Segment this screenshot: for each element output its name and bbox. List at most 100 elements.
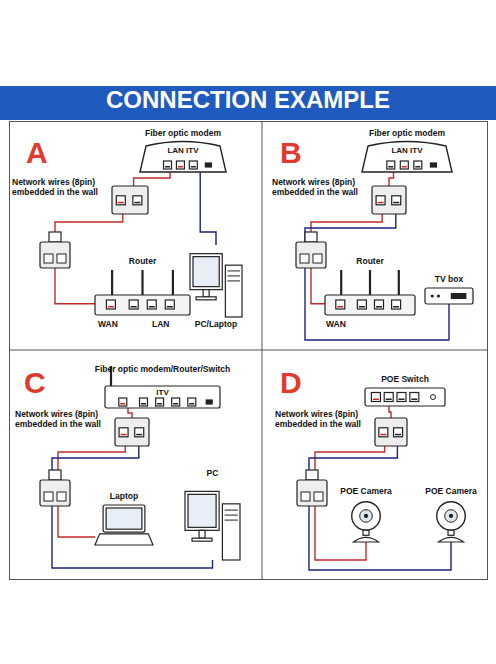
tvbox-body xyxy=(425,288,473,304)
power-socket xyxy=(430,163,436,167)
network-port xyxy=(135,428,144,437)
display xyxy=(451,294,465,299)
splitter-icon xyxy=(372,186,406,214)
device-outline xyxy=(112,186,148,214)
network-port xyxy=(133,196,142,205)
network-port xyxy=(387,161,395,169)
antenna xyxy=(340,270,342,295)
network-port xyxy=(379,428,388,437)
tvbox-icon xyxy=(425,288,473,304)
device-label: Fiber optic modem xyxy=(145,129,221,139)
splitter-body xyxy=(372,186,406,214)
splitter-node: Network wires (8pin) embedded in the wal… xyxy=(115,418,149,446)
splitter-plug xyxy=(305,232,317,242)
device-label: PC xyxy=(207,469,219,479)
network-port xyxy=(376,196,385,205)
port-contact xyxy=(399,399,405,401)
title-band xyxy=(0,86,496,120)
splitter-port xyxy=(44,492,53,501)
device-outline xyxy=(325,270,415,315)
pc-tower xyxy=(222,504,240,560)
port-contact xyxy=(149,306,155,308)
network-port xyxy=(140,398,148,406)
device-label: Fiber optic modem xyxy=(369,129,445,139)
port-label: WAN xyxy=(326,319,346,329)
network-port xyxy=(371,393,380,402)
port-contact xyxy=(378,202,384,204)
network-port xyxy=(165,300,174,309)
router-body xyxy=(325,295,415,315)
device-outline xyxy=(372,186,406,214)
splitter-icon xyxy=(375,418,407,446)
screen xyxy=(106,508,142,529)
device-outline xyxy=(430,500,472,542)
device-label: Router xyxy=(356,257,383,267)
monitor xyxy=(190,254,222,290)
port-contact xyxy=(395,434,401,436)
network-cable xyxy=(200,172,216,245)
power-led xyxy=(431,395,436,400)
network-cable xyxy=(134,172,171,186)
splitter-port xyxy=(57,254,66,263)
camera-base xyxy=(353,537,378,542)
port-contact xyxy=(189,403,194,405)
splitter-node: Network wires (8pin) embedded in the wal… xyxy=(372,186,406,214)
network-port xyxy=(375,300,384,309)
network-port xyxy=(119,428,128,437)
antenna xyxy=(141,270,143,295)
port-contact xyxy=(388,166,393,168)
camera-icon xyxy=(352,502,381,542)
network-port xyxy=(188,398,196,406)
splitter-body xyxy=(40,480,70,506)
camera-neck xyxy=(363,530,369,535)
network-port xyxy=(176,161,184,169)
indicator xyxy=(437,294,440,297)
camera-node: POE Camera xyxy=(345,500,387,542)
router-node: Router xyxy=(95,270,190,315)
wall-splitter xyxy=(296,232,326,268)
device-label: Network wires (8pin) embedded in the wal… xyxy=(12,178,108,198)
monitor-base xyxy=(192,538,212,541)
device-outline xyxy=(375,418,407,446)
device-label: Network wires (8pin) embedded in the wal… xyxy=(15,410,111,430)
port-contact xyxy=(415,166,420,168)
tower-slot xyxy=(225,510,238,511)
splitter-body xyxy=(375,418,407,446)
network-cable xyxy=(305,214,449,340)
device-label: POE Switch xyxy=(381,375,429,385)
wall-splitter xyxy=(40,232,70,268)
camera-housing xyxy=(352,502,381,531)
laptop-icon xyxy=(95,505,153,545)
pc-icon xyxy=(190,254,242,317)
splitter-port xyxy=(301,492,310,501)
switch-body xyxy=(365,388,445,406)
panel-letter: B xyxy=(280,136,302,170)
wall-splitter xyxy=(40,470,70,506)
switch-icon xyxy=(365,388,445,406)
port-contact xyxy=(173,403,178,405)
hub-body xyxy=(105,386,220,408)
device-label: Network wires (8pin) embedded in the wal… xyxy=(272,178,368,198)
network-cable xyxy=(55,214,123,304)
splitter-node: Network wires (8pin) embedded in the wal… xyxy=(112,186,148,214)
camera-base xyxy=(438,537,463,542)
port-contact xyxy=(121,434,127,436)
splitter-icon xyxy=(115,418,149,446)
switch-node: POE Switch xyxy=(365,388,445,406)
network-cable xyxy=(128,408,132,418)
port-text: ITV xyxy=(156,388,168,397)
port-label: LAN xyxy=(152,319,169,329)
monitor-stand xyxy=(199,530,205,538)
tower-slot xyxy=(225,520,238,521)
port-contact xyxy=(376,306,382,308)
port-contact xyxy=(393,306,399,308)
device-outline xyxy=(425,288,473,304)
network-port xyxy=(357,300,366,309)
title-text: CONNECTION EXAMPLE xyxy=(0,86,496,120)
device-label: Fiber optic modem/Router/Switch xyxy=(95,365,231,375)
network-port xyxy=(384,393,393,402)
network-port xyxy=(129,300,138,309)
tower-slot xyxy=(225,515,238,516)
port-contact xyxy=(131,306,137,308)
